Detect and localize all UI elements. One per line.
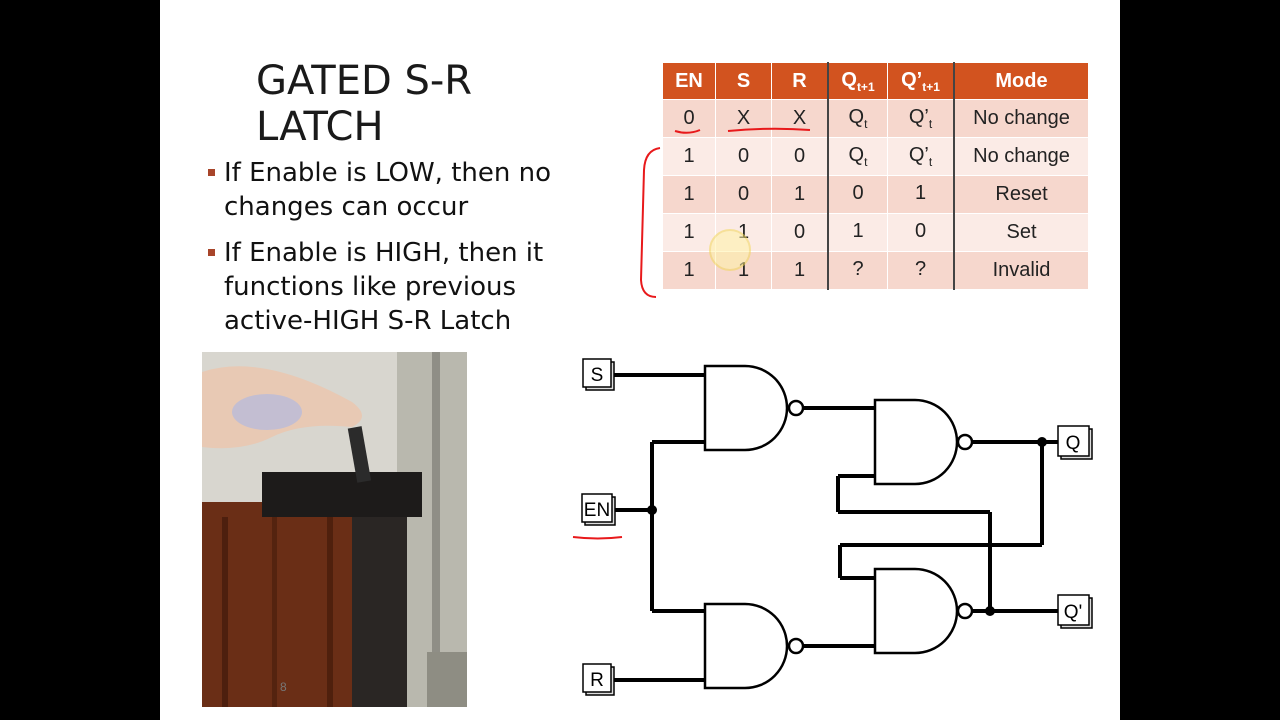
latch-photo: [202, 352, 467, 707]
header-q-next: Qt+1: [827, 62, 888, 100]
input-s-label: S: [591, 365, 604, 386]
inverter-bubble: [787, 637, 805, 655]
input-r-box: R: [582, 663, 615, 696]
cell-q-next: 0: [827, 175, 888, 214]
output-q-label: Q: [1066, 433, 1081, 454]
header-s: S: [715, 62, 772, 100]
cell-mode: No change: [953, 137, 1089, 176]
output-qbar-label: Q': [1064, 602, 1082, 623]
handwritten-annotations: [572, 127, 811, 540]
slide-title: GATED S-R LATCH: [256, 58, 473, 150]
slide: GATED S-R LATCH If Enable is LOW, then n…: [160, 0, 1120, 720]
cursor-highlight: [709, 229, 751, 271]
inverter-bubble: [956, 602, 974, 620]
cell-s: 1: [715, 251, 772, 290]
header-en: EN: [662, 62, 716, 100]
cell-qbar-next: ?: [887, 251, 955, 290]
cell-en: 0: [662, 99, 716, 138]
cell-mode: Invalid: [953, 251, 1089, 290]
header-r: R: [771, 62, 829, 100]
nand-gate-2: [703, 602, 789, 690]
header-qbar-next: Q’t+1: [887, 62, 955, 100]
cell-s: 0: [715, 137, 772, 176]
cell-en: 1: [662, 213, 716, 252]
output-qbar-box: Q': [1057, 594, 1093, 629]
inverter-bubble: [956, 433, 974, 451]
bullet-square-icon: [208, 249, 215, 256]
cell-r: X: [771, 99, 829, 138]
input-s-box: S: [582, 358, 615, 391]
bullet-list: If Enable is LOW, then no changes can oc…: [208, 156, 608, 350]
bullet-square-icon: [208, 169, 215, 176]
cell-q-next: ?: [827, 251, 888, 290]
input-r-label: R: [590, 670, 604, 691]
nand-gate-1: [703, 364, 789, 452]
inverter-bubble: [787, 399, 805, 417]
cell-q-next: Qt: [827, 99, 888, 138]
cell-mode: Set: [953, 213, 1089, 252]
cell-qbar-next: 0: [887, 213, 955, 252]
cell-en: 1: [662, 251, 716, 290]
cell-r: 1: [771, 251, 829, 290]
cell-q-next: Qt: [827, 137, 888, 176]
table-header-row: EN S R Qt+1 Q’t+1 Mode: [662, 62, 1089, 100]
nand-gate-4: [873, 567, 959, 655]
slide-number: 8: [280, 680, 287, 694]
input-en-label: EN: [584, 500, 610, 521]
cell-r: 0: [771, 137, 829, 176]
bullet-text: If Enable is LOW, then no changes can oc…: [224, 158, 552, 222]
cell-s: X: [715, 99, 772, 138]
output-q-box: Q: [1057, 425, 1093, 460]
cell-mode: No change: [953, 99, 1089, 138]
cell-qbar-next: Q’t: [887, 99, 955, 138]
bullet-item: If Enable is LOW, then no changes can oc…: [208, 156, 608, 224]
bullet-item: If Enable is HIGH, then it functions lik…: [208, 236, 608, 338]
bullet-text: If Enable is HIGH, then it functions lik…: [224, 238, 544, 336]
cell-r: 0: [771, 213, 829, 252]
input-en-box: EN: [581, 493, 616, 526]
cell-qbar-next: Q’t: [887, 137, 955, 176]
cell-mode: Reset: [953, 175, 1089, 214]
nand-gate-3: [873, 398, 959, 486]
cell-en: 1: [662, 137, 716, 176]
